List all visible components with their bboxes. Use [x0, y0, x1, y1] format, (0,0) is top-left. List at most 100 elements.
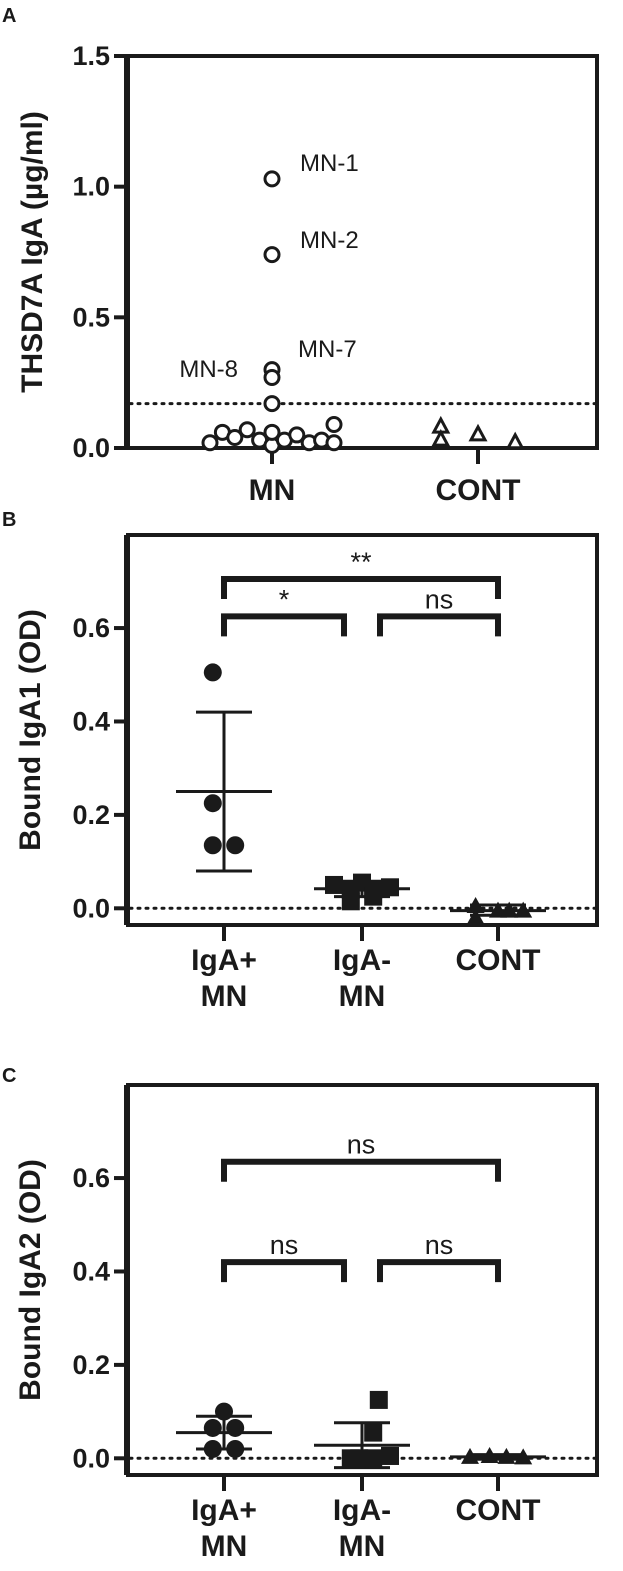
data-point [263, 246, 281, 264]
data-point [203, 1418, 222, 1437]
y-tick-label: 0.6 [72, 1163, 110, 1193]
panel-letter: B [2, 509, 16, 531]
data-point [325, 875, 343, 894]
point-label: MN-1 [300, 150, 359, 177]
significance-label: ** [350, 547, 372, 577]
data-point [341, 892, 360, 911]
data-point [364, 1423, 383, 1442]
data-point [350, 1449, 369, 1468]
significance-label: ns [347, 1130, 376, 1160]
data-point [226, 1418, 245, 1437]
x-tick-label: IgA+MN [191, 1494, 257, 1563]
x-tick-label: MN [249, 474, 296, 507]
panel-c: C Bound IgA2 (OD) 0.00.20.40.6 IgA+MNIgA… [2, 1065, 599, 1563]
point-labels: MN-1MN-2MN-7MN-8 [179, 150, 358, 383]
plot-frame [126, 54, 599, 450]
panel-letter: C [2, 1065, 16, 1087]
data-point [381, 878, 399, 897]
y-tick-label: 0.0 [72, 433, 110, 463]
y-tick-label: 0.4 [72, 1256, 110, 1286]
bracket [221, 576, 501, 600]
y-tick-label: 1.5 [72, 41, 110, 71]
data-point [468, 423, 488, 442]
data-point [505, 431, 525, 450]
bracket [221, 1259, 347, 1283]
significance-label: ns [425, 584, 454, 614]
data-point [466, 896, 485, 913]
data-point [514, 901, 533, 918]
data-point [466, 908, 485, 925]
y-tick-label: 0.5 [72, 302, 110, 332]
x-axis: IgA+MN IgA-MN CONT [191, 925, 541, 1013]
data-point [369, 1390, 388, 1409]
x-tick-label: IgA+MN [191, 944, 257, 1013]
x-tick-label: CONT [436, 474, 521, 507]
data-point [288, 426, 306, 444]
bracket [377, 613, 501, 637]
data-point [325, 434, 343, 452]
data-point [226, 836, 245, 855]
point-label: MN-2 [300, 227, 359, 254]
data-point [203, 836, 222, 855]
y-axis: 0.0 0.2 0.4 0.6 [72, 1085, 128, 1475]
data-point [203, 1439, 222, 1458]
x-tick-label: IgA-MN [333, 944, 391, 1013]
y-axis: 0.0 0.2 0.4 0.6 [72, 535, 128, 925]
point-label: MN-8 [179, 356, 238, 383]
data-point [226, 1439, 245, 1458]
data-point [263, 395, 281, 413]
x-tick-label: CONT [456, 1494, 541, 1527]
y-axis: 0.0 0.5 1.0 1.5 [72, 41, 128, 463]
data-point [364, 1449, 383, 1468]
y-tick-label: 0.4 [72, 706, 110, 736]
data-point [364, 887, 383, 906]
x-axis: IgA+MN IgA-MN CONT [191, 1475, 541, 1563]
data-point [203, 794, 222, 813]
data-point [201, 434, 219, 452]
y-tick-label: 0.0 [72, 1443, 110, 1473]
bracket [221, 613, 347, 637]
y-tick-label: 0.2 [72, 800, 110, 830]
data-point [263, 368, 281, 386]
significance-label: ns [270, 1230, 299, 1260]
data-point [431, 428, 451, 447]
data-point [263, 170, 281, 188]
panel-b: B Bound IgA1 (OD) 0.00.20.40.6 IgA+MNIgA… [2, 509, 599, 1013]
data-point [263, 423, 281, 441]
y-tick-label: 1.0 [72, 172, 110, 202]
y-axis-label: Bound IgA2 (OD) [14, 1159, 47, 1401]
data-point [497, 1447, 516, 1464]
significance-label: ns [425, 1230, 454, 1260]
y-axis-label: Bound IgA1 (OD) [14, 609, 47, 851]
data-point [325, 415, 343, 433]
significance-brackets: ns ns ns [221, 1130, 501, 1283]
data-point [226, 429, 244, 447]
data-marks [128, 663, 599, 925]
x-tick-label: IgA-MN [333, 1494, 391, 1563]
data-point [203, 663, 222, 682]
y-tick-label: 0.0 [72, 893, 110, 923]
bracket [377, 1259, 501, 1283]
significance-label: * [279, 584, 290, 614]
x-axis: MN CONT [249, 448, 521, 507]
data-marks [128, 170, 599, 454]
data-point [461, 1447, 479, 1464]
plot-frame [126, 533, 599, 927]
point-label: MN-7 [298, 336, 357, 363]
data-point [514, 1448, 533, 1465]
data-point [215, 1402, 233, 1421]
y-tick-label: 0.2 [72, 1350, 110, 1380]
significance-brackets: * ns ** [221, 547, 501, 637]
data-marks [128, 1390, 599, 1470]
data-point [238, 421, 256, 439]
panel-a: A THSD7A IgA (µg/ml) 0.0 0.5 1.0 1.5 MN CONT… [2, 5, 599, 507]
y-tick-label: 0.6 [72, 613, 110, 643]
data-point [480, 1446, 499, 1463]
data-point [500, 901, 519, 918]
data-point [381, 1446, 399, 1465]
bracket [221, 1158, 501, 1182]
panel-letter: A [2, 5, 16, 27]
y-axis-label: THSD7A IgA (µg/ml) [16, 111, 49, 393]
x-tick-label: CONT [456, 944, 541, 977]
